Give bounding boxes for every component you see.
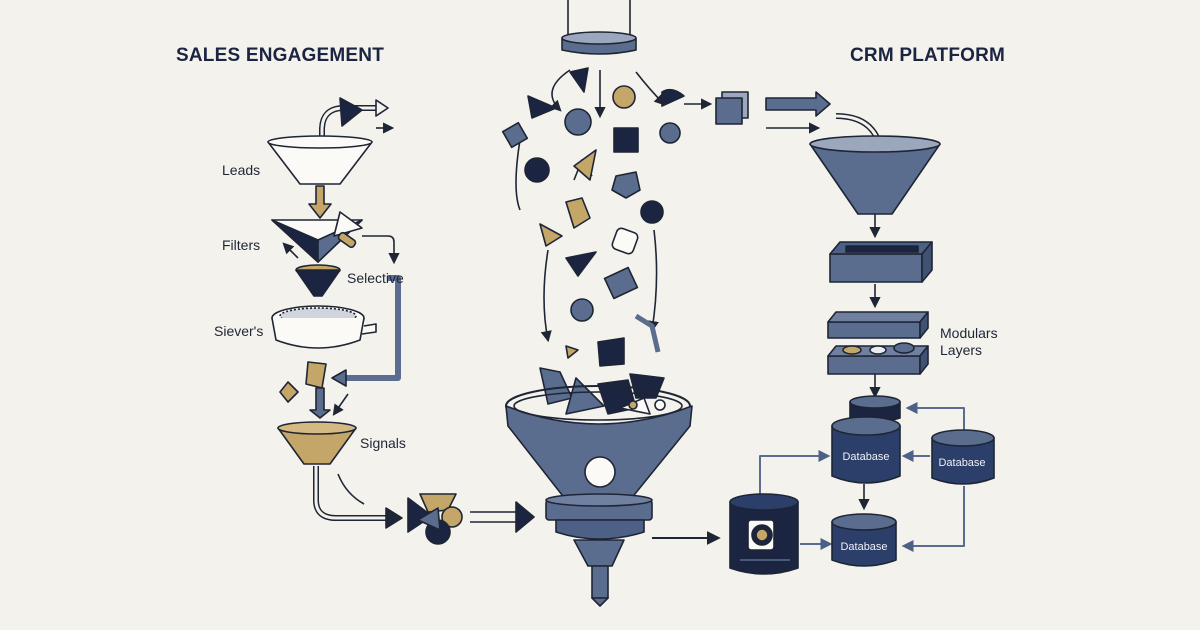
database-2-icon bbox=[931, 437, 995, 485]
database-1-label: Database bbox=[842, 451, 890, 463]
triangle-shape bbox=[339, 97, 363, 127]
database-3-icon bbox=[831, 521, 897, 567]
database-1-icon bbox=[831, 425, 901, 484]
hopper-box-icon bbox=[829, 253, 923, 283]
modulars-label: Modulars bbox=[940, 325, 998, 341]
layers-label: Layers bbox=[940, 342, 983, 358]
sales-engagement-title: SALES ENGAGEMENT bbox=[176, 45, 384, 66]
database-2-label: Database bbox=[938, 457, 986, 469]
left-pipeline bbox=[267, 97, 535, 545]
module-layer-top bbox=[827, 321, 921, 339]
database-3-label: Database bbox=[840, 541, 888, 553]
selective-label: Selective bbox=[347, 270, 404, 286]
center-funnel bbox=[501, 0, 721, 607]
crm-platform-title: CRM PLATFORM bbox=[850, 45, 1006, 66]
signals-label: Signals bbox=[360, 435, 406, 451]
funnel-eye-icon bbox=[584, 456, 616, 488]
module-layer-bottom bbox=[827, 355, 921, 375]
filters-label: Filters bbox=[222, 237, 261, 253]
sievers-label: Siever's bbox=[214, 323, 264, 339]
leads-label: Leads bbox=[222, 162, 261, 178]
right-pipeline bbox=[684, 91, 995, 575]
crm-funnel-icon bbox=[809, 143, 941, 215]
